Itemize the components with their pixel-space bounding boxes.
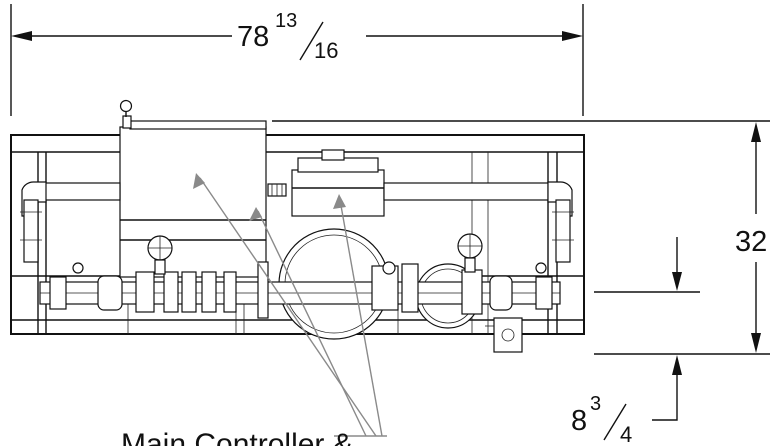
width-dimension: 78 13 16 [10,4,584,116]
offset-fraction-denominator: 4 [620,422,632,446]
left-small-gauge-icon [72,262,84,274]
callout-leaders [193,173,387,437]
callout-label: Main Controller & [121,428,353,446]
leader-to-secondary-controller [339,199,383,437]
equipment-skid [10,99,585,353]
leader-to-main-controller [257,210,367,437]
leader-arrowhead-cabinet [193,173,205,189]
height-dimension: 32 [272,120,770,355]
pressure-gauge-icon [119,99,133,113]
skid-frame-outer [10,134,585,335]
upper-pipe-left [43,182,121,201]
coupling-6 [201,271,217,313]
center-small-gauge-icon [382,261,396,275]
cabinet-lid [129,120,267,130]
height-arrowhead-bottom [751,333,761,353]
width-fraction-denominator: 16 [314,38,338,63]
offset-arrowhead-down [672,272,682,291]
coupling-4 [163,271,179,313]
coupling-7 [223,271,237,313]
left-riser-pipe [23,199,39,263]
width-fraction-slash [299,21,324,61]
offset-arrowhead-up [672,355,682,375]
offset-lower-leader [652,374,678,421]
coupling-3 [135,271,155,313]
width-whole: 78 [237,21,269,53]
pipe-couplings [49,261,553,319]
height-value: 32 [735,226,767,258]
leader-to-cabinet [199,177,377,437]
offset-fraction-numerator: 3 [590,393,601,415]
main-controller-cabinet [119,126,267,278]
secondary-box-fitting [321,149,345,161]
cabinet-stem [122,115,132,129]
handwheel-valves [147,233,483,275]
coupling-2 [97,275,123,311]
offset-dimension: 8 3 4 [571,237,700,446]
coupling-10 [401,263,419,313]
width-fraction-numerator: 13 [275,10,297,32]
coupling-11 [461,269,483,315]
right-handwheel-stem [464,257,476,273]
coupling-1 [49,276,67,310]
right-riser-pipe [555,199,571,263]
upper-pipe-right [383,182,549,201]
offset-fraction-slash [603,403,627,441]
lower-module-dial-icon [501,328,515,342]
lower-control-module [493,317,523,353]
arrowhead-left [11,31,32,41]
offset-whole: 8 [571,405,587,437]
coupling-12 [489,275,513,311]
height-arrowhead-top [751,122,761,142]
right-small-gauge-icon [535,262,547,274]
left-handwheel-stem [154,259,166,275]
coupling-9 [371,265,399,311]
coupling-8 [257,261,269,319]
leader-arrowhead-main-controller [249,207,262,221]
coupling-13 [535,276,553,310]
leader-arrowhead-secondary-controller [333,194,346,209]
secondary-controller-box [291,169,385,217]
coupling-5 [181,271,197,313]
arrowhead-right [562,31,583,41]
